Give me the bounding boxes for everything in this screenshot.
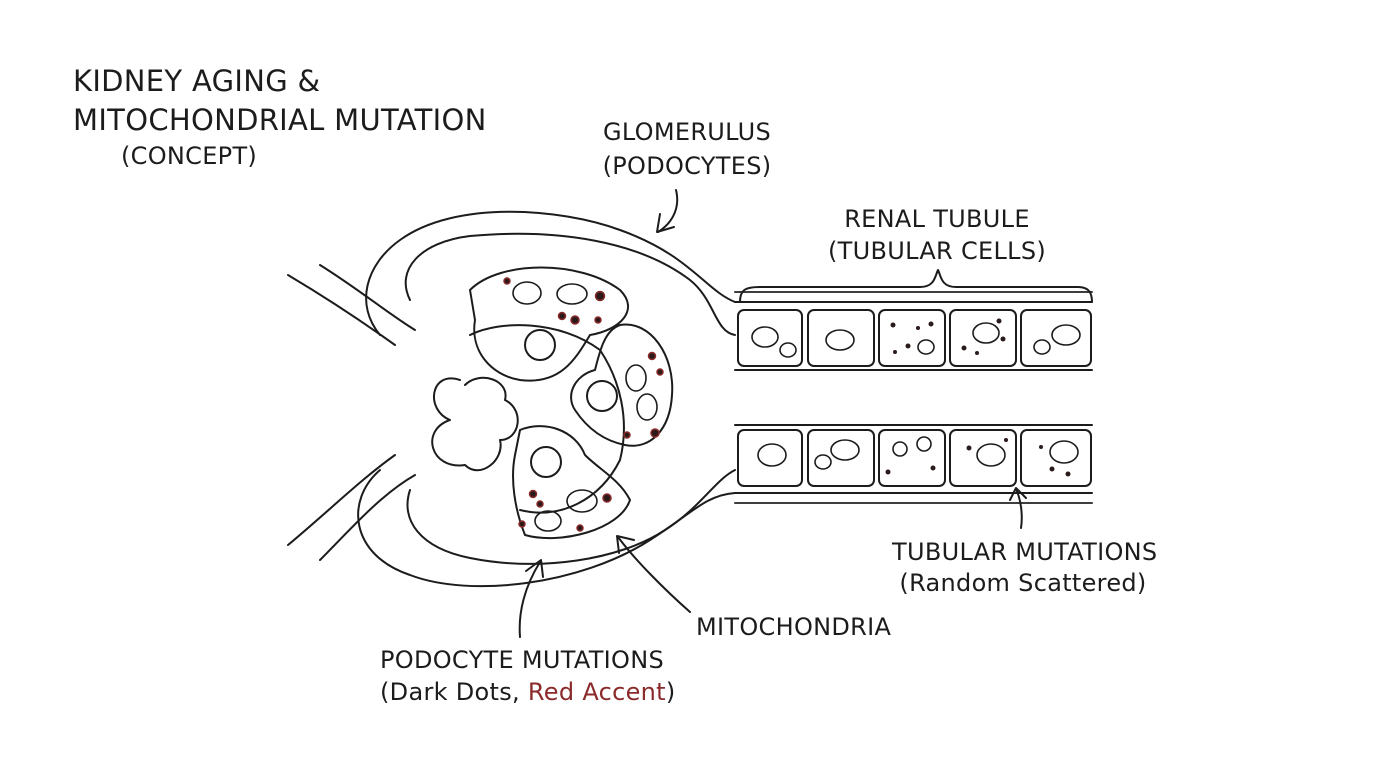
title-line-3: (CONCEPT) — [121, 142, 258, 170]
podocyte-mutations-open: (Dark Dots, — [380, 678, 528, 706]
arteriole-bottom-outer — [287, 454, 396, 546]
tubule-organelles — [751, 322, 1081, 470]
tubular-cells-bottom — [737, 429, 1092, 487]
arteriole-top-outer — [287, 274, 396, 346]
arrows — [518, 189, 1027, 638]
bowman-capsule-inner — [404, 232, 736, 565]
tubular-mutation-dots — [885, 318, 1071, 477]
glomerulus-label: GLOMERULUS — [602, 118, 772, 146]
arteriole-bottom-inner — [319, 474, 416, 561]
title-line-1: KIDNEY AGING & — [73, 64, 321, 98]
red-accent-text: Red Accent — [527, 678, 666, 706]
tubular-arrow — [1015, 488, 1023, 529]
renal-tubule-label: RENAL TUBULE — [844, 205, 1030, 233]
podocyte-mutation-dots — [503, 277, 664, 532]
tubule-wall-bottom — [734, 424, 1093, 494]
podocyte-top — [469, 266, 630, 382]
podocyte-arrow — [518, 561, 541, 638]
mitochondria-group — [512, 281, 658, 532]
tubule-wall-top — [734, 301, 1093, 371]
title-line-2: MITOCHONDRIAL MUTATION — [73, 103, 487, 137]
renal-tubule-sublabel: (TUBULAR CELLS) — [827, 237, 1047, 265]
arteriole-top-inner — [319, 264, 416, 331]
mitochondria-arrow — [617, 536, 691, 613]
podocyte-mutations-label: PODOCYTE MUTATIONS — [380, 646, 665, 674]
podocyte-right — [570, 323, 674, 447]
tubular-mutations-label: TUBULAR MUTATIONS — [892, 538, 1158, 566]
glomerulus-sublabel: (PODOCYTES) — [602, 152, 772, 180]
capillary-loops — [431, 376, 519, 472]
podocyte-bottom — [512, 425, 631, 539]
podocyte-mutations-close: ) — [665, 678, 676, 706]
tubular-cells-top — [737, 309, 1092, 367]
glomerulus-arrow — [657, 189, 679, 233]
mitochondria-label: MITOCHONDRIA — [696, 613, 892, 641]
tubule-bracket — [739, 269, 1093, 303]
podocyte-mutations-sublabel: (Dark Dots, Red Accent) — [380, 676, 675, 708]
tubular-mutations-sublabel: (Random Scattered) — [899, 569, 1147, 597]
